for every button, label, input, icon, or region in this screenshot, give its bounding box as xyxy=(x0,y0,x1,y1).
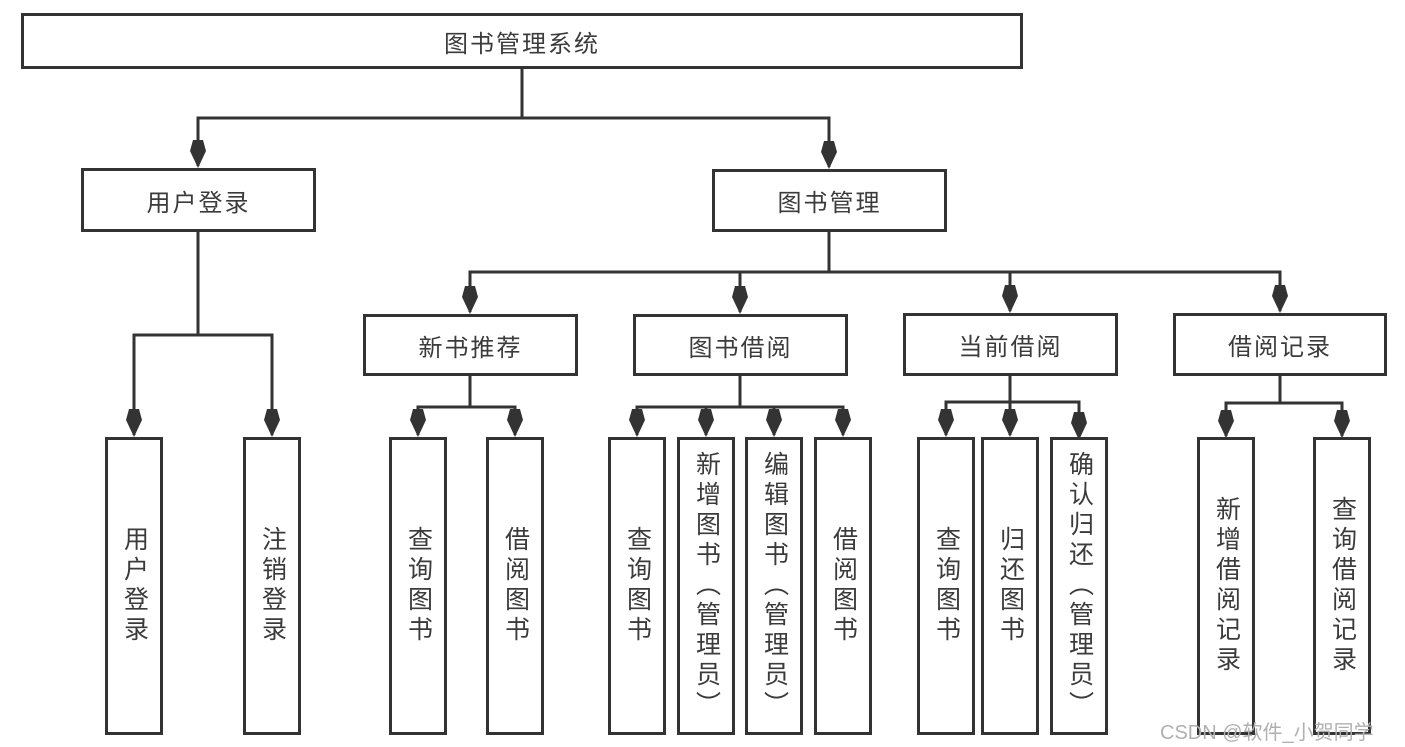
leaf-label: 查询图书 xyxy=(932,526,961,646)
csdn-watermark: CSDN @软件_小贺同学 xyxy=(1160,722,1374,744)
node-user-login: 用户登录 xyxy=(81,168,316,232)
leaf-query-borrow-record: 查询借阅记录 xyxy=(1313,437,1371,735)
leaf-add-books-admin: 新增图书（管理员） xyxy=(677,437,735,735)
leaf-label: 归还图书 xyxy=(996,526,1025,646)
node-book-management: 图书管理 xyxy=(712,169,947,232)
node-book-borrowing: 图书借阅 xyxy=(633,314,848,376)
leaf-user-login: 用户登录 xyxy=(105,437,163,735)
node-current-borrowing: 当前借阅 xyxy=(903,313,1118,376)
leaf-label: 新增借阅记录 xyxy=(1212,496,1241,676)
leaf-label: 编辑图书（管理员） xyxy=(760,451,789,721)
leaf-label: 注销登录 xyxy=(258,526,287,646)
leaf-query-books-current: 查询图书 xyxy=(917,437,975,735)
leaf-borrow-books-rec: 借阅图书 xyxy=(486,437,544,735)
leaf-label: 查询图书 xyxy=(623,526,652,646)
leaf-query-books-borrow: 查询图书 xyxy=(608,437,666,735)
node-library-management-system: 图书管理系统 xyxy=(21,13,1023,69)
leaf-edit-books-admin: 编辑图书（管理员） xyxy=(745,437,803,735)
leaf-label: 查询借阅记录 xyxy=(1328,496,1357,676)
leaf-label: 确认归还（管理员） xyxy=(1065,451,1094,721)
leaf-borrow-books: 借阅图书 xyxy=(814,437,872,735)
leaf-confirm-return-admin: 确认归还（管理员） xyxy=(1050,437,1108,735)
leaf-logout: 注销登录 xyxy=(243,437,301,735)
node-new-book-recommendation: 新书推荐 xyxy=(363,314,578,376)
leaf-return-books: 归还图书 xyxy=(981,437,1039,735)
leaf-add-borrow-record: 新增借阅记录 xyxy=(1197,437,1255,735)
leaf-label: 用户登录 xyxy=(120,526,149,646)
leaf-label: 借阅图书 xyxy=(501,526,530,646)
leaf-label: 查询图书 xyxy=(404,526,433,646)
leaf-label: 新增图书（管理员） xyxy=(692,451,721,721)
leaf-query-books-rec: 查询图书 xyxy=(389,437,447,735)
leaf-label: 借阅图书 xyxy=(829,526,858,646)
node-borrowing-records: 借阅记录 xyxy=(1173,313,1387,376)
